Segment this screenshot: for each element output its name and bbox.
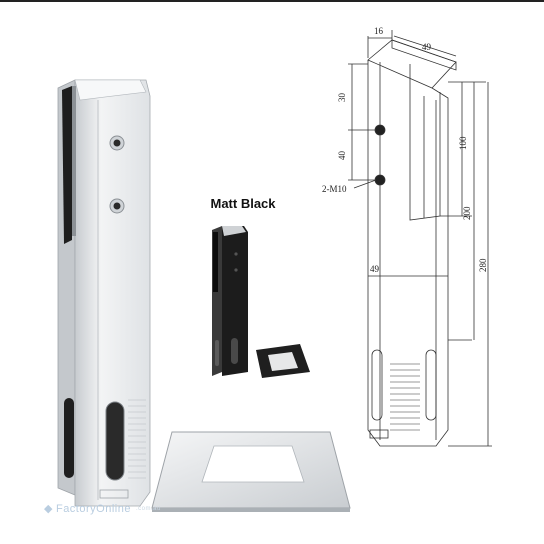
screw-hole-icon bbox=[109, 135, 125, 151]
black-spigot bbox=[212, 226, 248, 376]
technical-drawing bbox=[348, 30, 492, 447]
black-base-plate bbox=[256, 344, 310, 378]
silver-spigot bbox=[57, 79, 151, 507]
dim-total-height: 280 bbox=[478, 258, 488, 272]
dim-top-thickness: 16 bbox=[374, 26, 384, 36]
dim-slot-depth: 100 bbox=[458, 136, 468, 150]
watermark-suffix: .com.au bbox=[135, 505, 161, 512]
watermark-text: FactoryOnline bbox=[55, 502, 131, 515]
dim-hole-offset: 30 bbox=[337, 93, 347, 103]
watermark: ◆ FactoryOnline .com.au bbox=[44, 502, 161, 516]
dim-mid-height: 200 bbox=[462, 206, 472, 220]
dim-top-width: 49 bbox=[422, 42, 432, 52]
top-border bbox=[0, 0, 544, 2]
variant-label: Matt Black bbox=[210, 196, 276, 211]
dim-holes: 2-M10 bbox=[322, 184, 347, 194]
dim-hole-spacing: 40 bbox=[337, 151, 347, 161]
dim-body-width: 49 bbox=[370, 264, 380, 274]
watermark-logo-icon: ◆ bbox=[44, 503, 53, 515]
silver-base-cover bbox=[151, 431, 351, 512]
screw-hole-icon bbox=[109, 198, 125, 214]
